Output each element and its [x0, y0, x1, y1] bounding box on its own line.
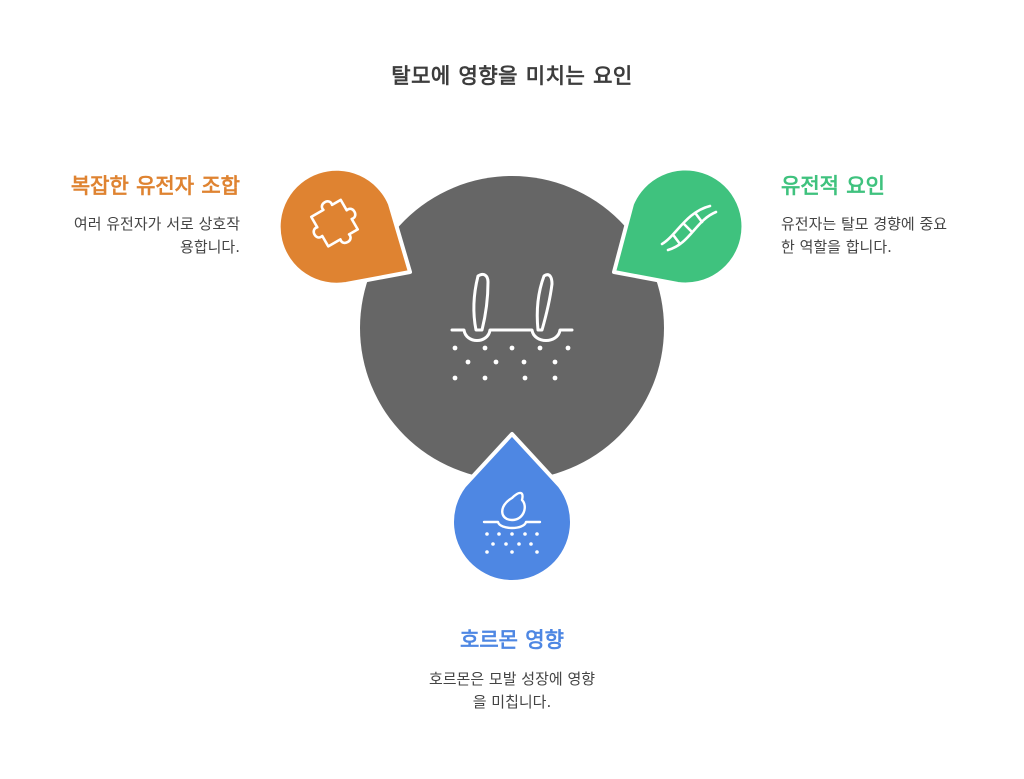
left-factor-title: 복잡한 유전자 조합	[70, 174, 240, 198]
bottom-desc-line-1: 호르몬은 모발 성장에 영향	[428, 670, 596, 688]
right-factor-title: 유전적 요인	[781, 174, 885, 198]
follicle-dots	[485, 532, 539, 554]
right-desc-line-2: 한 역할을 합니다.	[781, 238, 892, 256]
dna-icon	[660, 204, 718, 252]
bottom-factor-title: 호르몬 영향	[460, 628, 564, 652]
puzzle-icon	[309, 198, 360, 248]
bottom-drop	[450, 432, 574, 584]
left-desc-line-1: 여러 유전자가 서로 상호작	[73, 215, 240, 233]
hair-scalp-icon	[450, 272, 574, 342]
center-circle	[360, 176, 664, 480]
hair-follicle-drop-icon	[482, 491, 542, 530]
left-factor-description: 여러 유전자가 서로 상호작 용합니다.	[10, 213, 240, 259]
right-desc-line-1: 유전자는 탈모 경향에 중요	[781, 215, 948, 233]
bottom-desc-line-2: 을 미칩니다.	[472, 693, 552, 711]
page-title: 탈모에 영향을 미치는 요인	[391, 64, 633, 88]
bottom-factor-description: 호르몬은 모발 성장에 영향 을 미칩니다.	[362, 668, 662, 714]
left-drop	[276, 166, 412, 287]
left-desc-line-2: 용합니다.	[180, 238, 240, 256]
scalp-dots	[452, 345, 571, 381]
right-factor-description: 유전자는 탈모 경향에 중요 한 역할을 합니다.	[781, 213, 1006, 259]
